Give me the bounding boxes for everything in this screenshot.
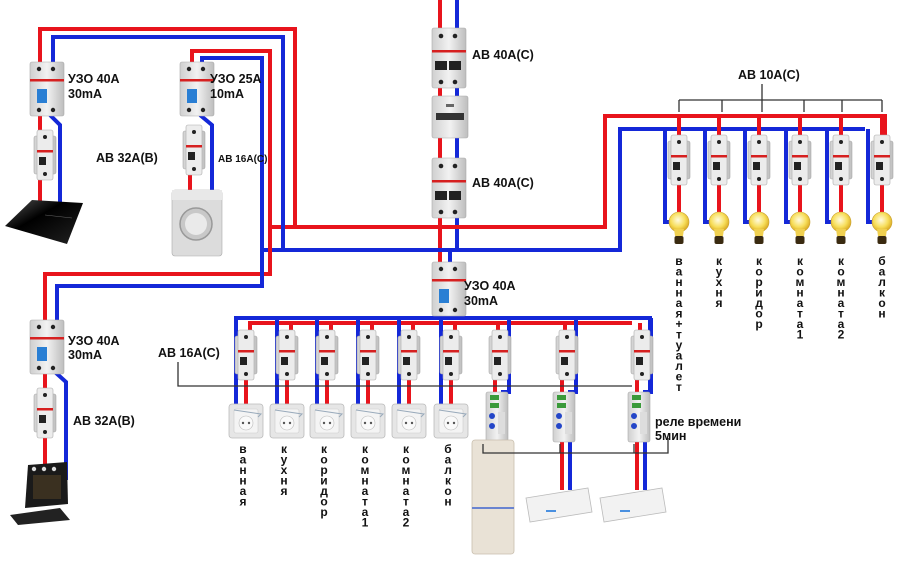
socket-breaker	[275, 329, 299, 381]
socket-icon	[391, 403, 427, 439]
socket-breaker	[439, 329, 463, 381]
lighting-breaker	[707, 134, 731, 186]
main-breaker-bottom	[431, 157, 467, 219]
lighting-breaker	[829, 134, 853, 186]
neutral-bus	[262, 127, 865, 252]
oven-icon	[10, 462, 70, 525]
air-conditioner-icon	[525, 487, 593, 523]
socket-icon	[269, 403, 305, 439]
rcd-oven	[29, 319, 65, 375]
phase-bus	[270, 114, 887, 229]
time-relay-icon	[552, 391, 576, 443]
breaker-oven-label: АВ 32А(В)	[73, 414, 135, 428]
fridge-icon	[471, 439, 515, 555]
phase-wire-washer	[190, 49, 272, 227]
breaker-hob	[33, 129, 57, 181]
lighting-bracket	[678, 84, 883, 112]
socket-icon	[433, 403, 469, 439]
main-breaker-bottom-label: АВ 40А(С)	[472, 176, 534, 190]
phase-wire-oven	[43, 227, 272, 322]
main-breaker-top	[431, 27, 467, 89]
rcd-washer	[179, 61, 215, 117]
neutral-wire-hob	[51, 35, 285, 250]
rcd-hob-label-1: УЗО 40А	[68, 72, 120, 86]
sockets-bracket	[177, 362, 632, 387]
lighting-breaker	[747, 134, 771, 186]
washing-machine-icon	[171, 189, 223, 257]
lamp-icon	[789, 211, 811, 244]
socket-breaker	[234, 329, 258, 381]
relay-breaker	[555, 329, 579, 381]
rcd-oven-label-2: 30mA	[68, 348, 102, 362]
hob-icon	[5, 200, 83, 244]
socket-icon	[309, 403, 345, 439]
rcd-hob-label-2: 30mA	[68, 87, 102, 101]
relay-breaker	[630, 329, 654, 381]
neutral-wire-oven-out	[53, 370, 68, 480]
neutral-wire-washer	[200, 56, 264, 250]
relay-bracket	[482, 438, 669, 454]
rcd-lever	[439, 289, 449, 303]
main-breaker-top-label: АВ 40А(С)	[472, 48, 534, 62]
air-conditioner-icon	[599, 487, 667, 523]
lighting-breaker	[667, 134, 691, 186]
lamp-icon	[708, 211, 730, 244]
neutral-wire-washer-out	[198, 113, 214, 195]
lighting-breaker	[788, 134, 812, 186]
rcd-lever	[187, 89, 197, 103]
neutral-wire-oven	[55, 250, 264, 322]
lamp-icon	[668, 211, 690, 244]
socket-breaker	[315, 329, 339, 381]
socket-breaker	[397, 329, 421, 381]
socket-icon	[350, 403, 386, 439]
lamp-icon	[871, 211, 893, 244]
electricity-meter	[431, 95, 469, 139]
lamp-icon	[748, 211, 770, 244]
lamp-icon	[830, 211, 852, 244]
breaker-washer-label: АВ 16А(С)	[218, 154, 267, 165]
rcd-lever	[37, 347, 47, 361]
time-relay-label-1: реле времени	[655, 415, 741, 429]
rcd-sockets	[431, 261, 467, 317]
labels: АВ 40А(С) АВ 40А(С) УЗО 40А 30mA АВ 32А(…	[68, 48, 800, 443]
breaker-hob-label: АВ 32А(В)	[96, 151, 158, 165]
breakers-sockets-label: АВ 16А(С)	[158, 346, 220, 360]
time-relay-icon	[627, 391, 651, 443]
devices	[5, 27, 894, 555]
breaker-washer	[182, 124, 206, 176]
lighting-breaker	[870, 134, 894, 186]
neutral-wire-hob-out	[48, 113, 62, 210]
rcd-washer-label-2: 10mA	[210, 87, 244, 101]
rcd-sockets-label-1: УЗО 40А	[464, 279, 516, 293]
breakers-lighting-label: АВ 10А(С)	[738, 68, 800, 82]
time-relay-icon	[485, 391, 509, 443]
rcd-hob	[29, 61, 65, 117]
breaker-oven	[33, 387, 57, 439]
socket-icon	[228, 403, 264, 439]
phase-wire-hob	[38, 27, 297, 227]
socket-breaker	[356, 329, 380, 381]
rcd-lever	[37, 89, 47, 103]
rcd-oven-label-1: УЗО 40А	[68, 334, 120, 348]
time-relay-label-2: 5мин	[655, 429, 686, 443]
rcd-washer-label-1: УЗО 25А	[210, 72, 262, 86]
rcd-sockets-label-2: 30mA	[464, 294, 498, 308]
relay-breaker	[488, 329, 512, 381]
